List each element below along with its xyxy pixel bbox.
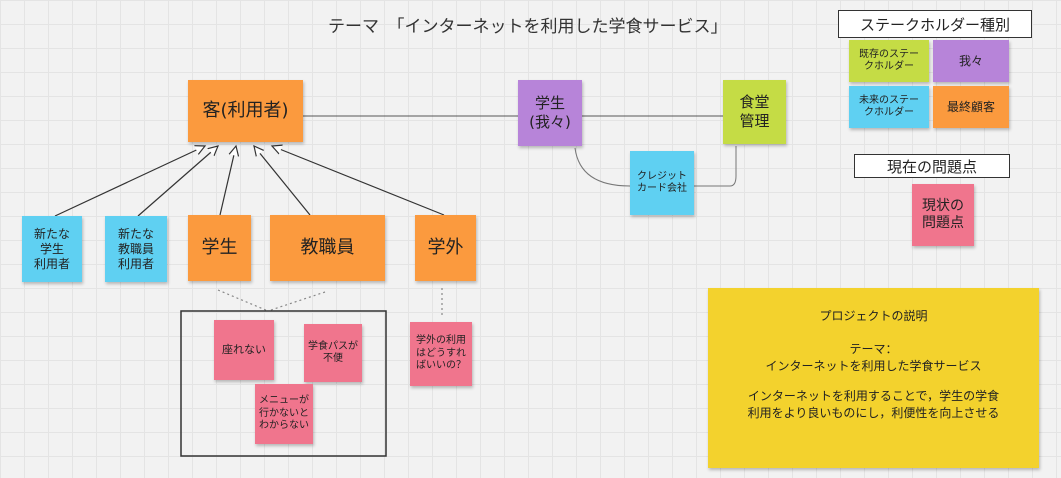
project-theme: インターネットを利用した学食サービス <box>765 358 982 373</box>
node-customer[interactable]: 客(利用者) <box>188 80 303 142</box>
issues-frame <box>180 310 387 457</box>
link-us-credit-cafeteria <box>574 146 737 187</box>
problems-note[interactable]: 現状の 問題点 <box>912 184 974 246</box>
project-theme-label: テーマ： <box>849 341 898 356</box>
project-description: インターネットを利用することで，学生の学食 利用をより良いものにし，利便性を向上… <box>747 389 1000 421</box>
issue-outsider-usage[interactable]: 学外の利用 はどうすれ ばいいの？ <box>410 322 472 386</box>
issue-menu-unknown[interactable]: メニューが 行かないと わからない <box>255 384 313 444</box>
legend-future-stakeholder[interactable]: 未来のステー クホルダー <box>849 86 929 128</box>
arrow-new-student <box>54 146 205 217</box>
node-new-staff[interactable]: 新たな 教職員 利用者 <box>105 216 167 282</box>
node-new-student[interactable]: 新たな 学生 利用者 <box>22 216 82 282</box>
legend-existing-stakeholder[interactable]: 既存のステー クホルダー <box>849 40 929 82</box>
node-credit-card[interactable]: クレジット カード会社 <box>630 151 694 215</box>
legend-us[interactable]: 我々 <box>933 40 1009 82</box>
node-us[interactable]: 学生 (我々) <box>518 80 582 146</box>
arrow-student <box>219 146 236 216</box>
arrow-outsider <box>272 146 445 216</box>
node-cafeteria[interactable]: 食堂 管理 <box>723 80 786 144</box>
dotted-staff-issues <box>267 291 326 312</box>
project-note[interactable]: プロジェクトの説明 テーマ： インターネットを利用した学食サービス インターネッ… <box>708 288 1039 468</box>
node-outsider[interactable]: 学外 <box>415 215 476 281</box>
legend-end-customer[interactable]: 最終顧客 <box>933 86 1009 128</box>
arrow-new-staff <box>137 146 218 217</box>
legend-header: ステークホルダー種別 <box>838 10 1032 38</box>
problems-header: 現在の問題点 <box>854 154 1010 178</box>
dotted-student-issues <box>217 289 269 312</box>
arrow-staff <box>254 146 311 216</box>
node-student[interactable]: 学生 <box>188 215 251 281</box>
page-title: テーマ 「インターネットを利用した学食サービス」 <box>328 17 728 37</box>
issue-pass-inconvenient[interactable]: 学食パスが 不便 <box>304 324 362 382</box>
issue-no-seat[interactable]: 座れない <box>214 320 274 380</box>
project-heading: プロジェクトの説明 <box>819 309 928 323</box>
node-staff[interactable]: 教職員 <box>270 215 385 281</box>
